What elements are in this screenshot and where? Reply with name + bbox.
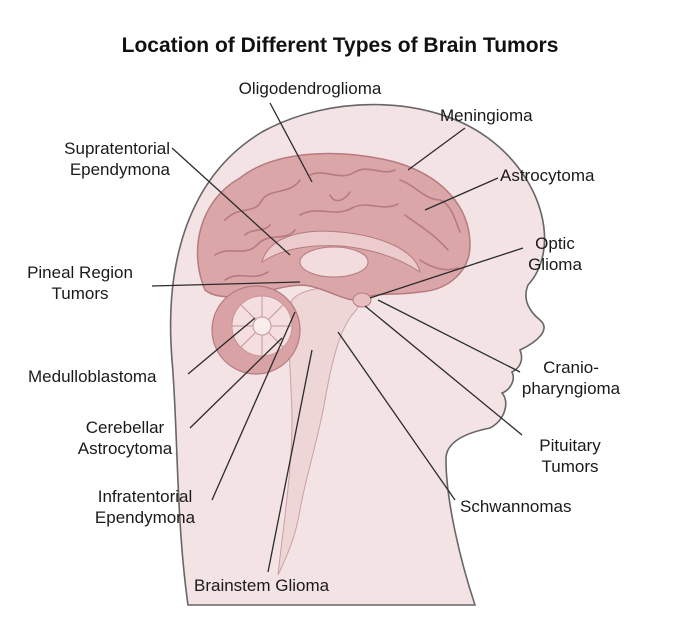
label-meningioma: Meningioma — [440, 106, 533, 125]
label-optic-glioma: Optic Glioma — [528, 234, 582, 274]
label-cerebellar-astrocytoma: Cerebellar Astrocytoma — [77, 418, 173, 458]
diagram-title: Location of Different Types of Brain Tum… — [121, 34, 559, 57]
label-craniopharyngioma: Cranio- pharyngioma — [521, 358, 621, 398]
label-pituitary-tumors: Pituitary Tumors — [539, 436, 601, 476]
label-medulloblastoma: Medulloblastoma — [28, 367, 157, 386]
label-infratentorial-ependymona: Infratentorial Ependymona — [94, 487, 196, 527]
label-astrocytoma: Astrocytoma — [500, 166, 595, 185]
thalamus — [299, 246, 369, 278]
label-schwannomas: Schwannomas — [460, 497, 572, 516]
label-supratentorial-ependymona: Supratentorial Ependymona — [64, 139, 170, 179]
label-pineal-region-tumors: Pineal Region Tumors — [27, 263, 133, 303]
leader-lines — [151, 102, 524, 573]
cerebrum — [196, 152, 471, 301]
corpus-callosum — [261, 230, 421, 274]
label-brainstem-glioma: Brainstem Glioma — [194, 576, 330, 595]
pituitary-gland — [352, 292, 372, 308]
label-oligodendroglioma: Oligodendroglioma — [238, 79, 382, 98]
gyri-texture — [214, 168, 461, 281]
